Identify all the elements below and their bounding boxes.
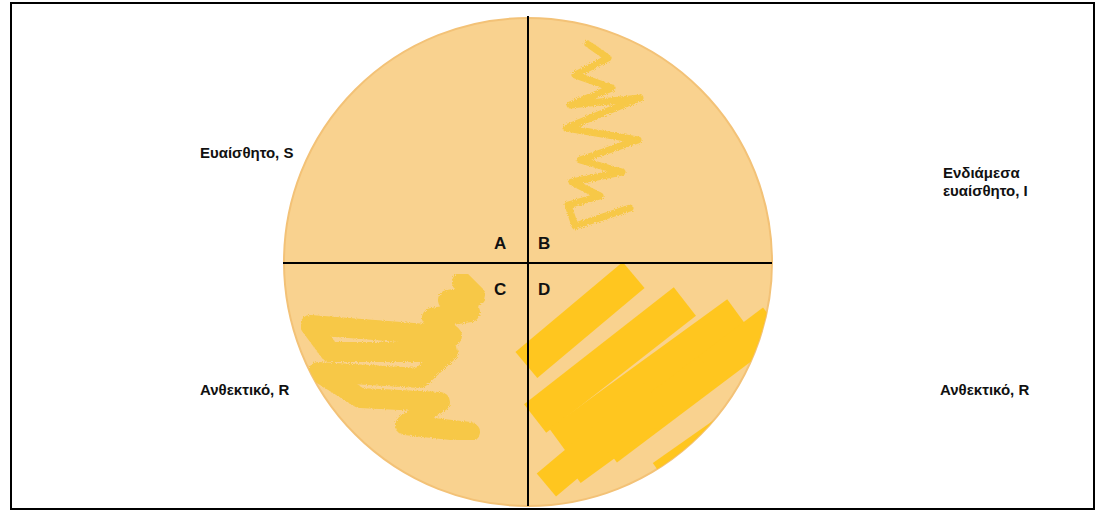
quadrant-letter: B [538,234,550,254]
region-label: Ανθεκτικό, R [940,381,1029,399]
divider-line [283,262,772,264]
divider-line [527,16,529,506]
quadrant-letter: A [494,234,506,254]
quadrant-letter: C [494,280,506,300]
thin-growth-streak [566,44,640,226]
frame-border [11,3,1094,509]
dense-growth-bands [515,262,784,497]
medium-growth-streak [310,282,476,432]
region-label: Ευαίσθητο, S [200,144,293,162]
region-label: Ανθεκτικό, R [200,381,289,399]
quadrant-letter: D [538,280,550,300]
region-label: Ενδιάμεσα ευαίσθητο, I [943,164,1061,200]
